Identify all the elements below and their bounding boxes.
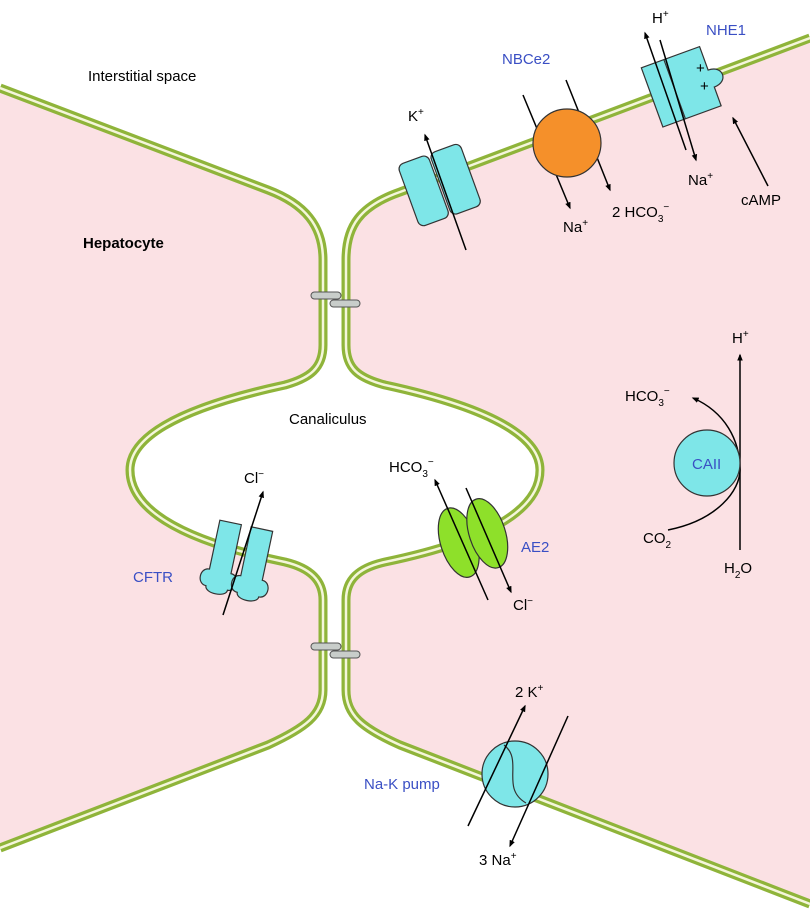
cell-membranes xyxy=(0,33,810,909)
na-k-pump-icon xyxy=(481,740,549,808)
h-nhe-label: H+ xyxy=(652,9,669,27)
camp-arrow xyxy=(732,116,769,187)
nhe1-label: NHE1 xyxy=(706,22,746,39)
nbce2-transporter: NBCe2 Na+ 2 HCO3− xyxy=(502,51,669,236)
hepatocyte-label: Hepatocyte xyxy=(83,235,164,252)
caii-label: CAII xyxy=(692,456,721,473)
co2-label: CO2 xyxy=(643,530,672,551)
h-ca-label: H+ xyxy=(732,329,749,347)
cl-cftr-label: Cl− xyxy=(244,469,264,487)
h2o-label: H2O xyxy=(724,560,752,581)
na-k-pump: Na-K pump 2 K+ 3 Na+ xyxy=(364,683,569,869)
k-arrow xyxy=(424,133,467,251)
tight-junction-lower xyxy=(310,642,361,659)
caii-enzyme: CAII H+ HCO3− CO2 H2O xyxy=(625,329,752,581)
cl-ae-label: Cl− xyxy=(513,596,533,614)
interstitial-space-label: Interstitial space xyxy=(88,68,196,85)
ae2-label: AE2 xyxy=(521,539,549,556)
na3-label: 3 Na+ xyxy=(479,851,517,869)
canaliculus-label: Canaliculus xyxy=(289,411,367,428)
cftr-label: CFTR xyxy=(133,569,173,586)
camp-label: cAMP xyxy=(741,192,781,209)
nbce2-icon xyxy=(532,108,602,178)
cftr-channel: CFTR Cl− xyxy=(133,469,274,616)
k-channel: K+ xyxy=(398,107,481,251)
cytoplasm-left xyxy=(0,88,323,848)
nhe1-charge-1: + xyxy=(696,60,705,77)
hco3-ca-label: HCO3− xyxy=(625,386,670,409)
tight-junction-upper xyxy=(310,291,361,308)
na-nhe-label: Na+ xyxy=(688,171,713,189)
k-label: K+ xyxy=(408,107,424,125)
hco3-ae-label: HCO3− xyxy=(389,457,434,480)
na-nbc-label: Na+ xyxy=(563,218,588,236)
nhe1-charge-2: + xyxy=(700,78,709,95)
nbce2-label: NBCe2 xyxy=(502,51,550,68)
ae2-exchanger: AE2 HCO3− Cl− xyxy=(389,457,549,614)
na-k-pump-label: Na-K pump xyxy=(364,776,440,793)
k2-label: 2 K+ xyxy=(515,683,544,701)
hco3-nbc-label: 2 HCO3− xyxy=(612,202,669,225)
caii-icon xyxy=(673,429,741,497)
nhe1-transporter: + + NHE1 H+ Na+ cAMP xyxy=(640,9,781,209)
cytoplasm-right xyxy=(346,38,810,904)
